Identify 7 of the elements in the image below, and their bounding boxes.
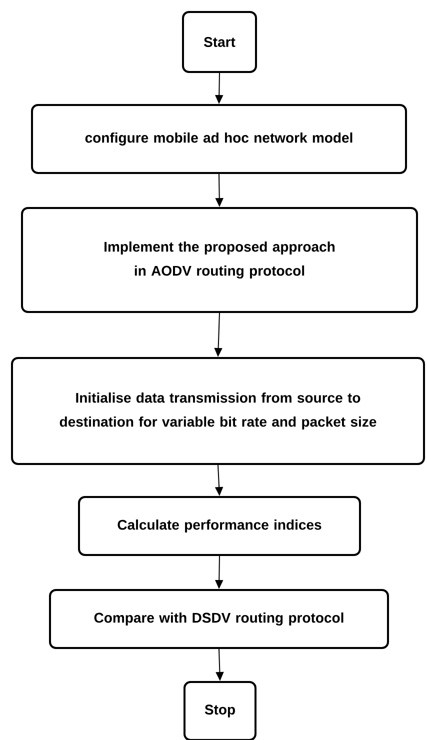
process-box: Compare with DSDV routing protocol (49, 589, 389, 649)
process-box: Calculate performance indices (78, 496, 361, 556)
process-box: Start (182, 11, 257, 74)
process-box: configure mobile ad hoc network model (31, 104, 407, 174)
process-box: Stop (184, 681, 256, 740)
process-box: Initialise data transmission from source to destination for variable bit rate and packet size (11, 357, 425, 465)
process-box: Implement the proposed approach in AODV routing protocol (21, 207, 418, 313)
